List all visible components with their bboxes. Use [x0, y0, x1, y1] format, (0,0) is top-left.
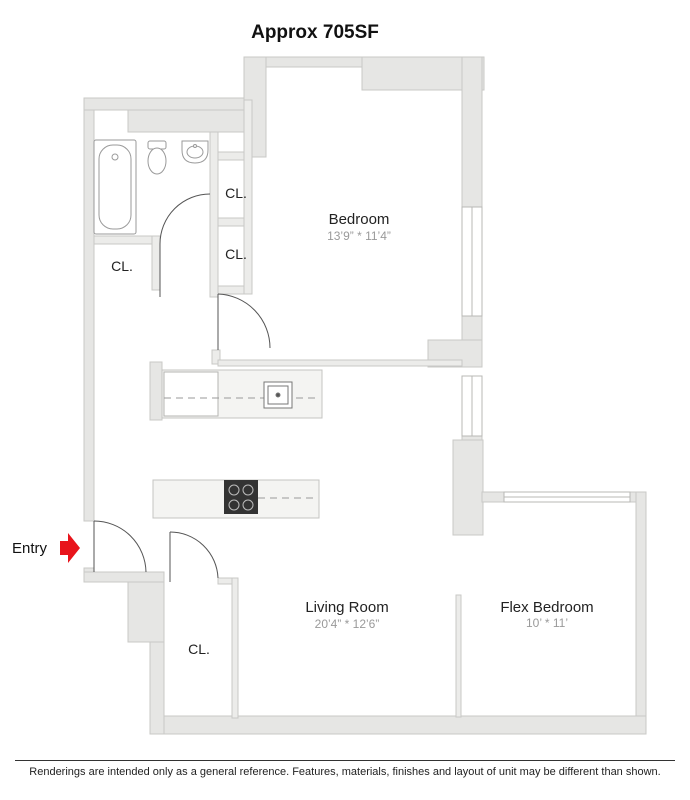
kitchen	[152, 369, 323, 519]
bedroom-bottom-wall-main	[217, 359, 463, 367]
floor-plan: Bedroom 13’9” * 11’4” Living Room 20’4” …	[12, 56, 647, 735]
bedroom-left-wall	[243, 99, 253, 295]
wall-kitchen-back	[149, 361, 163, 421]
wall-left-outer	[83, 97, 95, 522]
living-flex-partition	[455, 594, 462, 718]
disclaimer-rule	[15, 760, 675, 761]
flex-bedroom-name: Flex Bedroom	[500, 599, 593, 616]
wall-bedroom-right-lower	[461, 315, 483, 343]
wall-entry-closet-left	[127, 581, 165, 643]
plan-title: Approx 705SF	[251, 22, 379, 43]
living-room-name: Living Room	[305, 599, 388, 616]
disclaimer: Renderings are intended only as a genera…	[29, 766, 661, 778]
wall-entry-corridor-bottom	[83, 571, 165, 583]
doors	[93, 193, 271, 582]
entry-arrow-icon	[60, 533, 80, 563]
kitchen-sink	[263, 381, 293, 409]
toilet	[147, 140, 167, 175]
fridge	[163, 371, 219, 417]
bedroom-name: Bedroom	[329, 211, 390, 228]
entry-label: Entry	[12, 540, 48, 557]
bedroom-bottom-wall	[211, 349, 221, 365]
entry-closet-right	[231, 577, 239, 719]
bedroom-dimensions: 13’9” * 11’4”	[327, 229, 391, 243]
closet-label-bedroom-upper: CL.	[225, 185, 247, 201]
bath-wall-bottom	[93, 235, 161, 245]
wall-top-left-inner	[127, 109, 245, 133]
bath-wall-right	[209, 131, 219, 298]
wall-living-right-pier	[452, 439, 484, 536]
bath-sink	[181, 140, 209, 164]
wall-top-left	[83, 97, 245, 111]
wall-bottom	[149, 715, 647, 735]
closet-label-entry: CL.	[188, 641, 210, 657]
closet-label-bedroom-lower: CL.	[225, 246, 247, 262]
cooktop	[224, 480, 258, 514]
flex-bedroom-dimensions: 10’ * 11’	[526, 616, 568, 630]
bath-fixtures	[93, 139, 209, 235]
wall-flex-right	[635, 491, 647, 735]
closet-label-bath: CL.	[111, 258, 133, 274]
wall-flex-top-left	[481, 491, 505, 503]
bath-closet-right	[151, 235, 161, 291]
windows	[461, 206, 631, 503]
wall-bedroom-right	[461, 56, 483, 208]
living-room-dimensions: 20’4” * 12’6”	[315, 617, 380, 631]
